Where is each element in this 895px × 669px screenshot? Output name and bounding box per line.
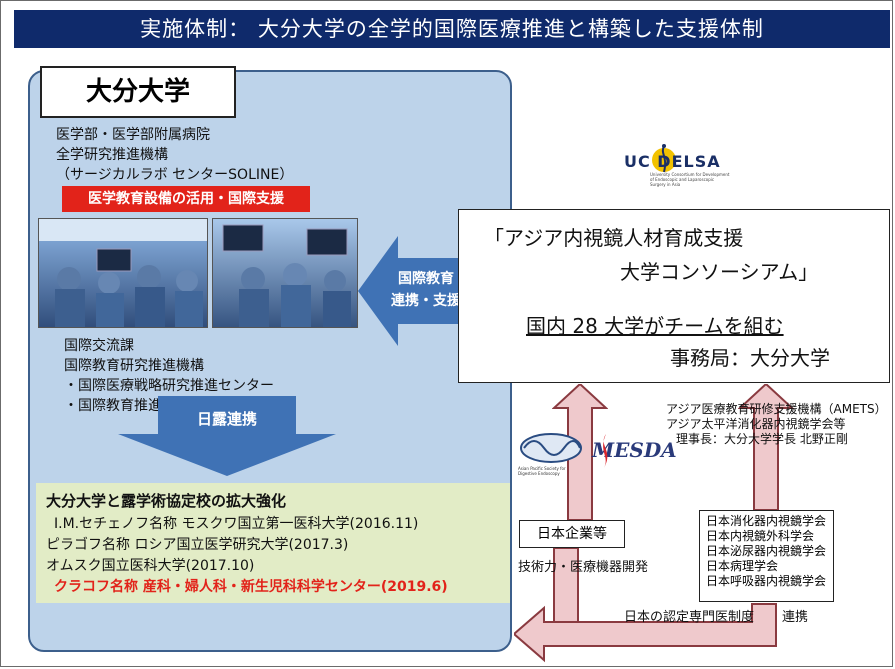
russia-item: オムスク国立医科大学(2017.10) bbox=[46, 558, 255, 574]
dept-line: （サージカルラボ センターSOLINE） bbox=[56, 167, 294, 183]
certification-label: 日本の認定専門医制度 bbox=[624, 610, 755, 625]
russia-partners-box bbox=[36, 483, 510, 603]
dept-line: 全学研究推進機構 bbox=[56, 147, 168, 163]
amets-line: アジア医療教育研修支援機構（AMETS） bbox=[666, 402, 887, 416]
ucdelsa-logo: UC DELSA University Consortium for Devel… bbox=[620, 142, 740, 190]
red-banner: 医学教育設備の活用・国際支援 bbox=[62, 186, 310, 212]
surgery-photo-2 bbox=[212, 218, 358, 328]
surgery-photo-1 bbox=[38, 218, 208, 328]
ucdelsa-emblem-icon bbox=[652, 144, 676, 173]
society-item: 日本泌尿器内視鏡学会 bbox=[706, 544, 827, 558]
apsde-logo: Asian Pacific Society for Digestive Endo… bbox=[518, 428, 584, 484]
society-item: 日本消化器内視鏡学会 bbox=[706, 514, 827, 528]
apsde-subtitle: Asian Pacific Society for Digestive Endo… bbox=[518, 466, 566, 476]
arrow-up-icon bbox=[738, 384, 794, 510]
amets-line: 理事長：大分大学学長 北野正剛 bbox=[676, 432, 848, 446]
societies-box: 日本消化器内視鏡学会 日本内視鏡外科学会 日本泌尿器内視鏡学会 日本病理学会 日… bbox=[699, 510, 834, 602]
russia-heading: 大分大学と露学術協定校の拡大強化 bbox=[46, 492, 287, 510]
dept-line: 国際教育研究推進機構 bbox=[64, 358, 204, 374]
apsde-emblem-icon bbox=[520, 433, 582, 463]
dept-line: ・国際医療戦略研究推進センター bbox=[64, 378, 274, 394]
consortium-members: 国内 28 大学がチームを組む bbox=[526, 314, 784, 338]
amets-line: アジア太平洋消化器内視鏡学会等 bbox=[666, 417, 846, 431]
company-caption: 技術力・医療機器開発 bbox=[518, 560, 649, 575]
russia-item: ピラゴフ名称 ロシア国立医学研究大学(2017.3) bbox=[46, 537, 349, 553]
consortium-secretariat: 事務局：大分大学 bbox=[670, 346, 830, 370]
ucdelsa-wordmark: UC DELSA bbox=[624, 152, 721, 171]
university-name-box: 大分大学 bbox=[40, 66, 236, 118]
russia-item-highlight: クラコフ名称 産科・婦人科・新生児科科学センター(2019.6) bbox=[54, 579, 448, 595]
dept-line: 国際交流課 bbox=[64, 338, 134, 354]
russia-item: I.M.セチェノフ名称 モスクワ国立第一医科大学(2016.11) bbox=[54, 516, 419, 532]
society-item: 日本病理学会 bbox=[706, 559, 779, 573]
consortium-box bbox=[458, 209, 890, 383]
company-box: 日本企業等 bbox=[519, 520, 625, 548]
society-item: 日本呼吸器内視鏡学会 bbox=[706, 574, 827, 588]
mesda-flame-icon bbox=[603, 434, 608, 468]
arrow-left-label-line: 連携・支援 bbox=[391, 293, 461, 309]
society-item: 日本内視鏡外科学会 bbox=[706, 529, 815, 543]
ucdelsa-subtitle: University Consortium for Development of… bbox=[650, 172, 730, 187]
page-title: 実施体制： 大分大学の全学的国際医療推進と構築した支援体制 bbox=[14, 10, 890, 48]
consortium-title-2: 大学コンソーシアム」 bbox=[620, 260, 819, 284]
arrow-left-icon bbox=[358, 236, 488, 346]
arrow-down-label: 日露連携 bbox=[196, 410, 257, 428]
arrow-left-label-line: 国際教育 bbox=[398, 271, 454, 287]
mesda-logo: MESDA bbox=[592, 434, 677, 474]
certification-suffix: 連携 bbox=[782, 610, 809, 625]
arrow-left-bottom-icon bbox=[514, 548, 777, 663]
arrow-left-label: 国際教育 連携・支援 bbox=[376, 268, 476, 312]
arrow-down-icon bbox=[118, 396, 336, 476]
dept-line: 医学部・医学部附属病院 bbox=[56, 127, 210, 143]
consortium-title-1: 「アジア内視鏡人材育成支援 bbox=[484, 226, 744, 250]
